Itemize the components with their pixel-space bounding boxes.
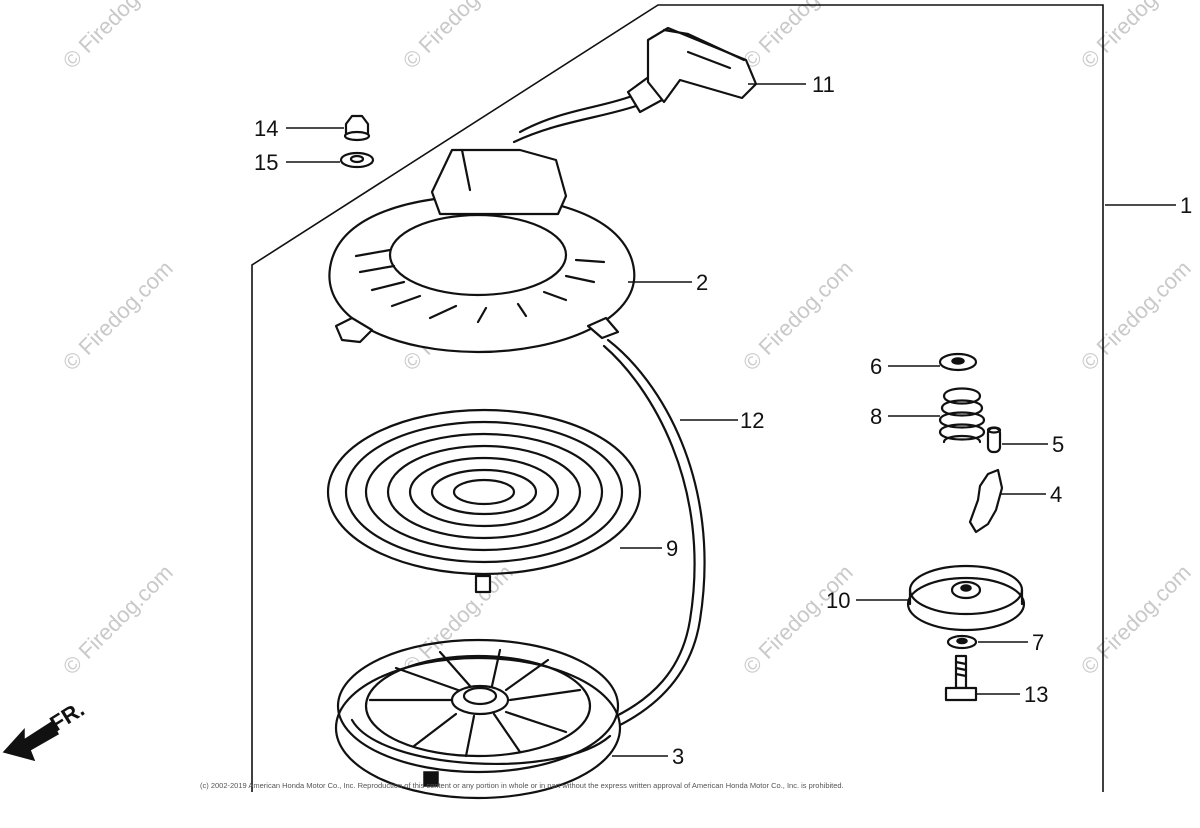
callout-7: 7: [1032, 630, 1044, 655]
friction-plate: [906, 564, 1026, 632]
callout-5: 5: [1052, 432, 1064, 457]
assembly-boundary: [251, 4, 1104, 792]
callout-12: 12: [740, 408, 764, 433]
callout-6: 6: [870, 354, 882, 379]
watermarks: © Firedog.com © Firedog.com © Firedog.co…: [58, 0, 1196, 680]
watermark: © Firedog.com: [738, 256, 858, 376]
watermark: © Firedog.com: [58, 0, 178, 74]
watermark: © Firedog.com: [1076, 560, 1196, 680]
fan-cover: [328, 148, 636, 354]
callout-10: 10: [826, 588, 850, 613]
friction-spring: [938, 387, 986, 444]
callout-9: 9: [666, 536, 678, 561]
callout-14: 14: [254, 116, 278, 141]
starter-rope: [606, 338, 706, 730]
ratchet-screw: [944, 654, 978, 702]
ratchet: [968, 468, 1004, 534]
callout-13: 13: [1024, 682, 1048, 707]
front-arrow-icon: [2, 720, 59, 762]
ratchet-pin: [986, 426, 1002, 454]
flange-nut: [343, 114, 371, 142]
watermark: © Firedog.com: [738, 560, 858, 680]
front-direction-marker: FR.: [2, 696, 89, 762]
callout-2: 2: [696, 270, 708, 295]
callout-1: 1: [1180, 193, 1192, 218]
watermark: © Firedog.com: [58, 256, 178, 376]
callout-8: 8: [870, 404, 882, 429]
callout-15: 15: [254, 150, 278, 175]
leader-lines: [286, 83, 1176, 757]
callout-3: 3: [672, 744, 684, 769]
spring-washer: [938, 352, 978, 372]
watermark: © Firedog.com: [1076, 256, 1196, 376]
set-washer: [946, 634, 978, 650]
starter-reel: [334, 638, 622, 800]
watermark: © Firedog.com: [1076, 0, 1196, 74]
callout-11: 11: [812, 72, 835, 97]
washer: [339, 151, 375, 169]
watermark: © Firedog.com: [58, 560, 178, 680]
watermark: © Firedog.com: [398, 0, 518, 74]
callout-4: 4: [1050, 482, 1062, 507]
callout-labels: 1 2 3 4 5 6 7 8 9 10 11 12 13 14 15: [254, 72, 1192, 769]
starter-grip: [512, 26, 758, 144]
recoil-spring: [326, 408, 642, 594]
starter-rope-edge: [602, 344, 696, 722]
watermark: © Firedog.com: [738, 0, 858, 74]
copyright-notice: (c) 2002-2019 American Honda Motor Co., …: [200, 781, 844, 790]
